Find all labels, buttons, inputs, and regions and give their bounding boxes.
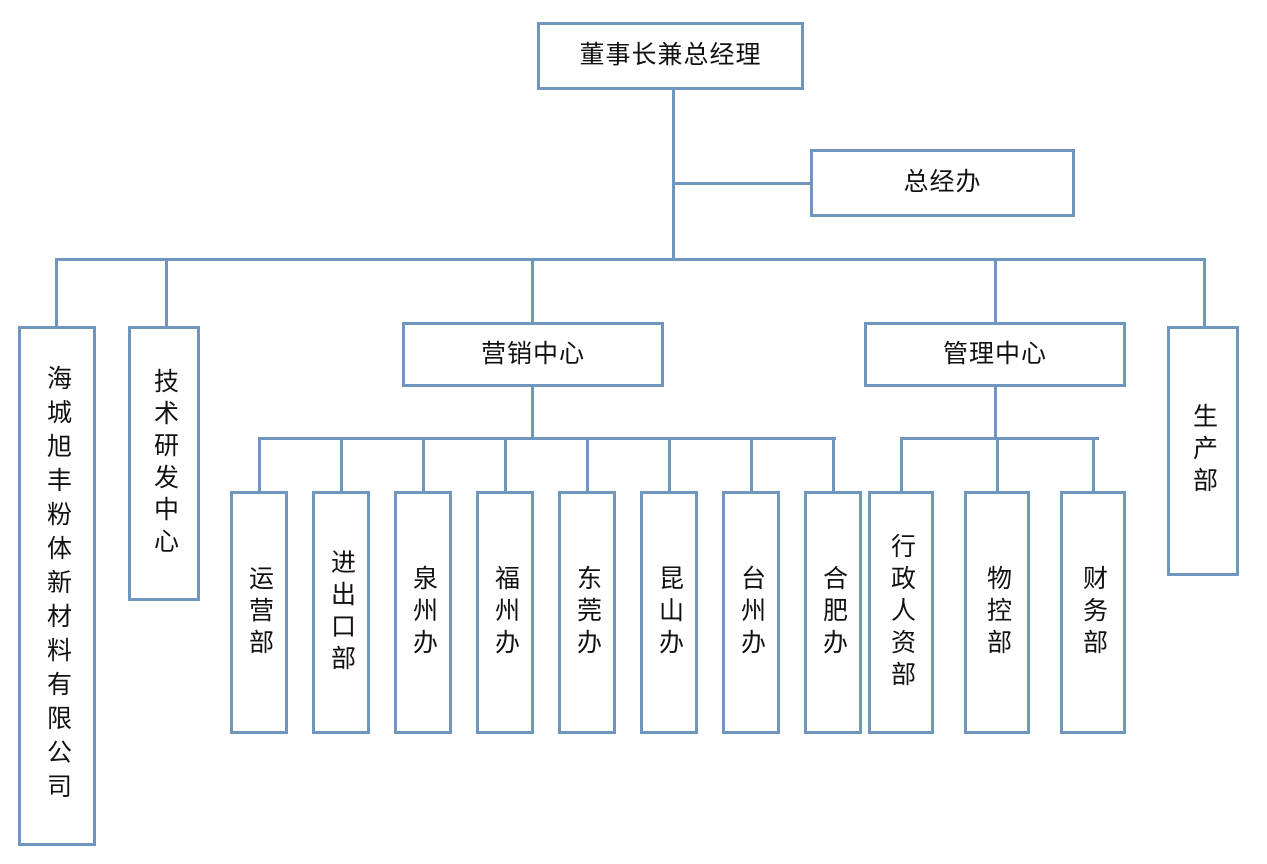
node-marketing-child-6-label: 台州办 xyxy=(737,564,765,661)
node-chairman[interactable]: 董事长兼总经理 xyxy=(537,22,804,90)
connector-management-bus xyxy=(902,437,1099,440)
node-management-center[interactable]: 管理中心 xyxy=(864,322,1126,387)
node-marketing-child-5-label: 昆山办 xyxy=(655,564,683,661)
node-company[interactable]: 海城旭丰粉体新材料有限公司 xyxy=(18,326,96,846)
node-marketing-child-5[interactable]: 昆山办 xyxy=(640,491,698,734)
node-management-child-1-label: 物控部 xyxy=(983,564,1011,661)
node-marketing-child-0-label: 运营部 xyxy=(245,564,273,661)
node-marketing-child-7-label: 合肥办 xyxy=(819,564,847,661)
node-marketing-child-2-label: 泉州办 xyxy=(409,564,437,661)
node-rnd-center[interactable]: 技术研发中心 xyxy=(128,326,200,601)
connector-drop-marketing-child-3 xyxy=(504,437,507,491)
connector-drop-management-child-1 xyxy=(996,437,999,491)
node-gm-office[interactable]: 总经办 xyxy=(810,149,1075,217)
node-marketing-child-6[interactable]: 台州办 xyxy=(722,491,780,734)
node-management-child-0[interactable]: 行政人资部 xyxy=(868,491,934,734)
node-marketing-child-4[interactable]: 东莞办 xyxy=(558,491,616,734)
node-management-child-1[interactable]: 物控部 xyxy=(964,491,1030,734)
node-marketing-child-1-label: 进出口部 xyxy=(327,548,355,677)
node-marketing-child-7[interactable]: 合肥办 xyxy=(804,491,862,734)
node-marketing-child-2[interactable]: 泉州办 xyxy=(394,491,452,734)
connector-drop-production-dept xyxy=(1203,258,1206,326)
connector-drop-marketing-child-5 xyxy=(668,437,671,491)
connector-marketing-center-stem xyxy=(531,387,534,437)
node-production-dept[interactable]: 生产部 xyxy=(1167,326,1239,576)
connector-drop-marketing-center xyxy=(531,258,534,322)
node-rnd-center-label: 技术研发中心 xyxy=(150,367,178,560)
connector-management-center-stem xyxy=(994,387,997,437)
connector-drop-management-child-2 xyxy=(1092,437,1095,491)
node-marketing-child-3[interactable]: 福州办 xyxy=(476,491,534,734)
connector-drop-marketing-child-0 xyxy=(258,437,261,491)
node-marketing-child-1[interactable]: 进出口部 xyxy=(312,491,370,734)
node-marketing-child-0[interactable]: 运营部 xyxy=(230,491,288,734)
connector-marketing-bus xyxy=(258,437,836,440)
node-production-dept-label: 生产部 xyxy=(1189,403,1217,499)
connector-drop-company xyxy=(55,258,58,326)
connector-drop-marketing-child-2 xyxy=(422,437,425,491)
connector-drop-marketing-child-7 xyxy=(832,437,835,491)
connector-drop-management-center xyxy=(994,258,997,322)
node-management-child-2[interactable]: 财务部 xyxy=(1060,491,1126,734)
connector-drop-management-child-0 xyxy=(900,437,903,491)
node-marketing-child-4-label: 东莞办 xyxy=(573,564,601,661)
node-chairman-label: 董事长兼总经理 xyxy=(579,42,762,69)
node-management-child-2-label: 财务部 xyxy=(1079,564,1107,661)
connector-drop-rnd-center xyxy=(165,258,168,326)
connector-main-bus xyxy=(55,258,1206,261)
node-marketing-center-label: 营销中心 xyxy=(480,340,585,368)
connector-drop-marketing-child-6 xyxy=(750,437,753,491)
node-marketing-center[interactable]: 营销中心 xyxy=(402,322,664,387)
connector-chairman-trunk xyxy=(672,90,675,260)
connector-drop-marketing-child-1 xyxy=(340,437,343,491)
node-gm-office-label: 总经办 xyxy=(903,169,982,196)
node-management-child-0-label: 行政人资部 xyxy=(887,532,915,693)
connector-gm-office-branch xyxy=(672,182,812,185)
connector-drop-marketing-child-4 xyxy=(586,437,589,491)
node-marketing-child-3-label: 福州办 xyxy=(491,564,519,661)
node-management-center-label: 管理中心 xyxy=(942,340,1047,368)
node-company-label: 海城旭丰粉体新材料有限公司 xyxy=(43,365,71,807)
